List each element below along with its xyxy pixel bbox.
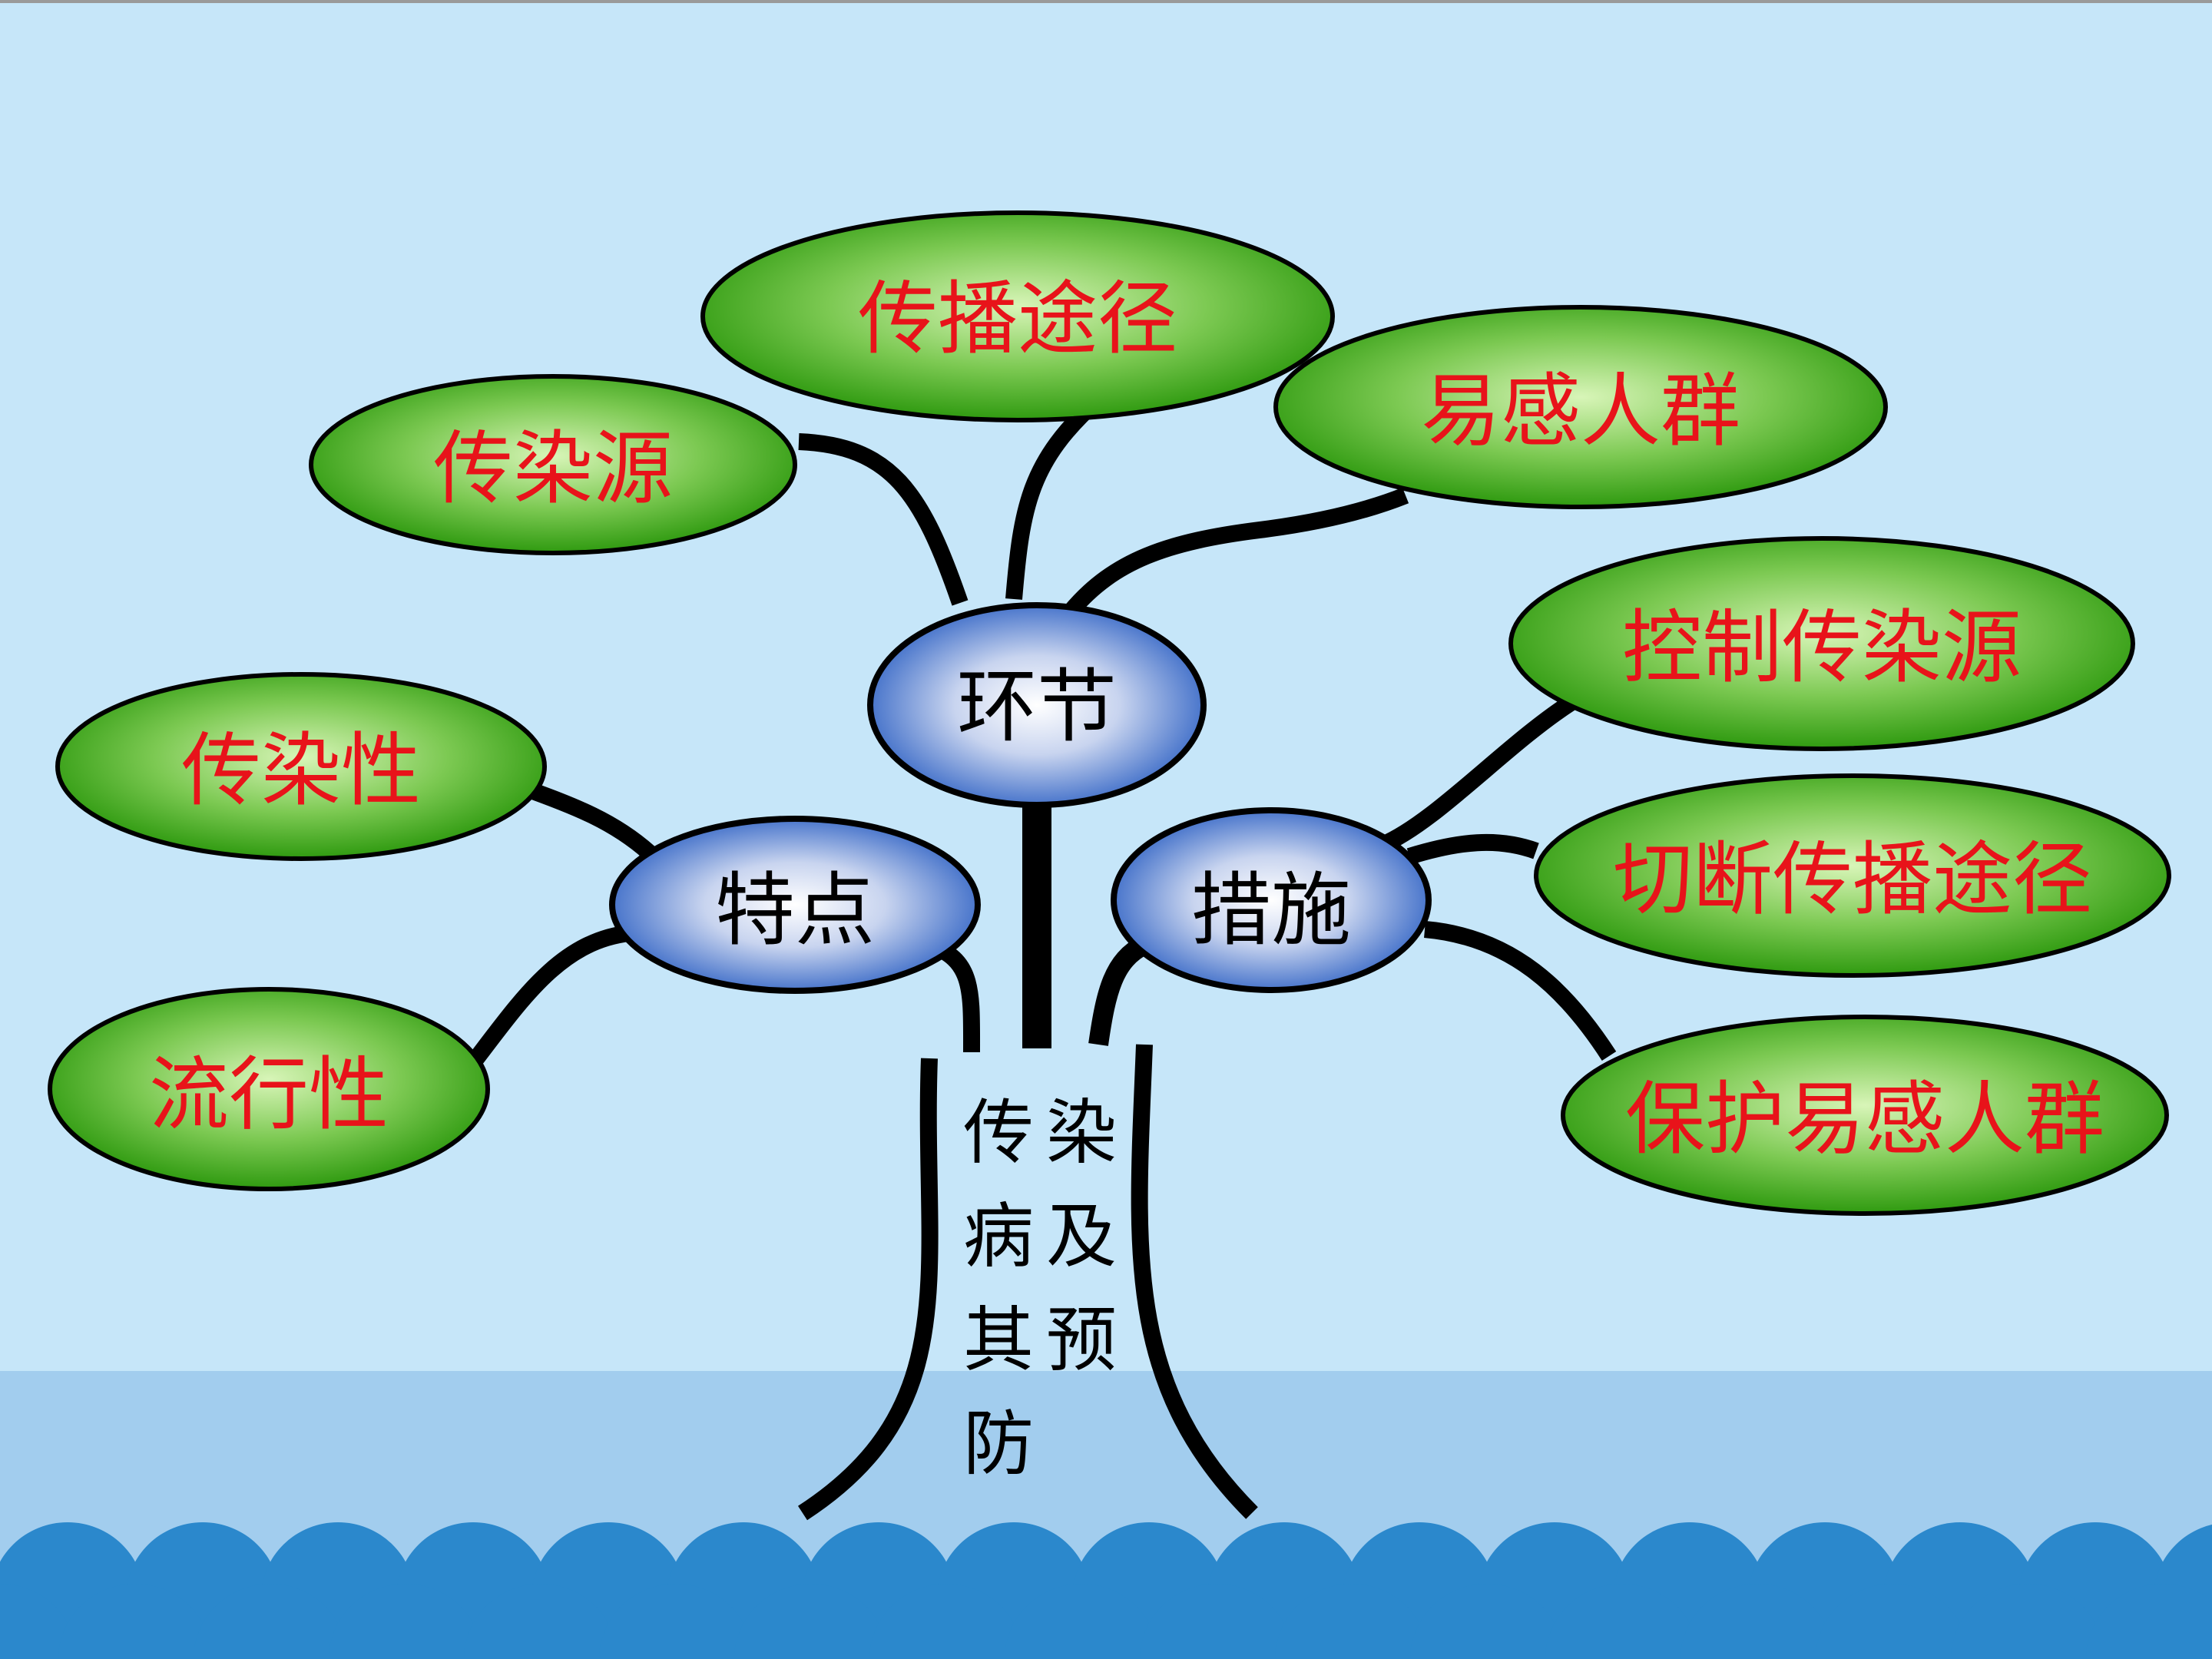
wave-scallop: [1140, 1584, 1293, 1659]
wave-scallop: [1275, 1584, 1429, 1659]
nodes: [609, 602, 1432, 994]
wave-scallop: [0, 1584, 77, 1659]
branch-qieduan: [1406, 833, 1539, 865]
branch-liuxingxing: [465, 925, 631, 1069]
wave-scallop: [329, 1584, 482, 1659]
leaf-label-qieduan: 切断传播途径: [1613, 833, 2092, 926]
node-label-huanjie: 环节: [957, 660, 1117, 753]
node-cuoshi: [1111, 807, 1432, 993]
leaf-qieduan: [1534, 773, 2171, 978]
trunk-char: 传: [963, 1092, 1034, 1174]
leaf-baohu: [1561, 1015, 2169, 1216]
wave-scallop: [1816, 1584, 1969, 1659]
leaf-labels: 传染源 传播途径 易感人群 传染性 流行性 控制传染源 切断传播途径 保护易感人…: [149, 272, 2104, 1166]
wave-scallop: [194, 1584, 347, 1659]
trunk-char: 病: [963, 1196, 1034, 1278]
branch-chuanranxing: [519, 779, 655, 859]
branches: [465, 392, 1617, 1521]
node-labels: 环节 特点 措施: [715, 660, 1351, 957]
trunk-char: 染: [1046, 1092, 1117, 1174]
waves: [0, 1522, 2212, 1659]
node-huanjie: [867, 602, 1207, 808]
leaf-label-chuanranyuan: 传染源: [433, 422, 673, 515]
stem-cuoshi: [1088, 935, 1150, 1046]
wave-scallop: [869, 1584, 1023, 1659]
leaves: [48, 210, 2171, 1216]
wave-scallop: [599, 1584, 753, 1659]
trunk-left-edge: [797, 1058, 939, 1521]
leaf-kongzhi: [1508, 536, 2135, 751]
branch-baohu: [1424, 921, 1617, 1061]
wave-scallop: [464, 1584, 618, 1659]
trunk-char: 预: [1046, 1300, 1117, 1382]
node-tedian: [609, 816, 981, 994]
trunk-char: 其: [963, 1300, 1034, 1382]
trunk-label: 传 染 病 及 其 预 防: [963, 1092, 1117, 1485]
branch-chuanbotujing: [1005, 392, 1104, 600]
wave-scallop: [2086, 1584, 2212, 1659]
wave-scallop: [1005, 1584, 1158, 1659]
trunk-char: 防: [963, 1403, 1034, 1485]
wave-scallop: [734, 1584, 888, 1659]
top-border: [0, 0, 2212, 3]
leaf-label-kongzhi: 控制传染源: [1622, 601, 2022, 694]
node-label-tedian: 特点: [715, 863, 875, 957]
leaf-liuxingxing: [48, 987, 490, 1191]
leaf-label-liuxingxing: 流行性: [149, 1048, 389, 1141]
trunk-char: 及: [1046, 1196, 1117, 1278]
wave-scallop: [1410, 1584, 1564, 1659]
leaf-label-chuanranxing: 传染性: [181, 724, 421, 817]
leaf-chuanbotujing: [700, 210, 1335, 422]
branch-chuanranyuan: [798, 433, 969, 606]
leaf-label-yiganrenqun: 易感人群: [1421, 364, 1740, 458]
wave-scallop: [1951, 1584, 2104, 1659]
leaf-label-baohu: 保护易感人群: [1625, 1072, 2104, 1166]
leaf-yiganrenqun: [1273, 305, 1888, 509]
node-label-cuoshi: 措施: [1191, 863, 1351, 957]
trunk-right-edge: [1131, 1044, 1258, 1519]
leaf-label-chuanbotujing: 传播途径: [858, 272, 1177, 366]
wave-scallop: [1545, 1584, 1699, 1659]
branch-kongzhi: [1379, 695, 1575, 853]
wave-scallop: [58, 1584, 212, 1659]
branch-yiganrenqun: [1065, 487, 1409, 617]
leaf-chuanranyuan: [309, 374, 797, 555]
wave-scallop: [1681, 1584, 1834, 1659]
leaf-chuanranxing: [55, 672, 547, 861]
